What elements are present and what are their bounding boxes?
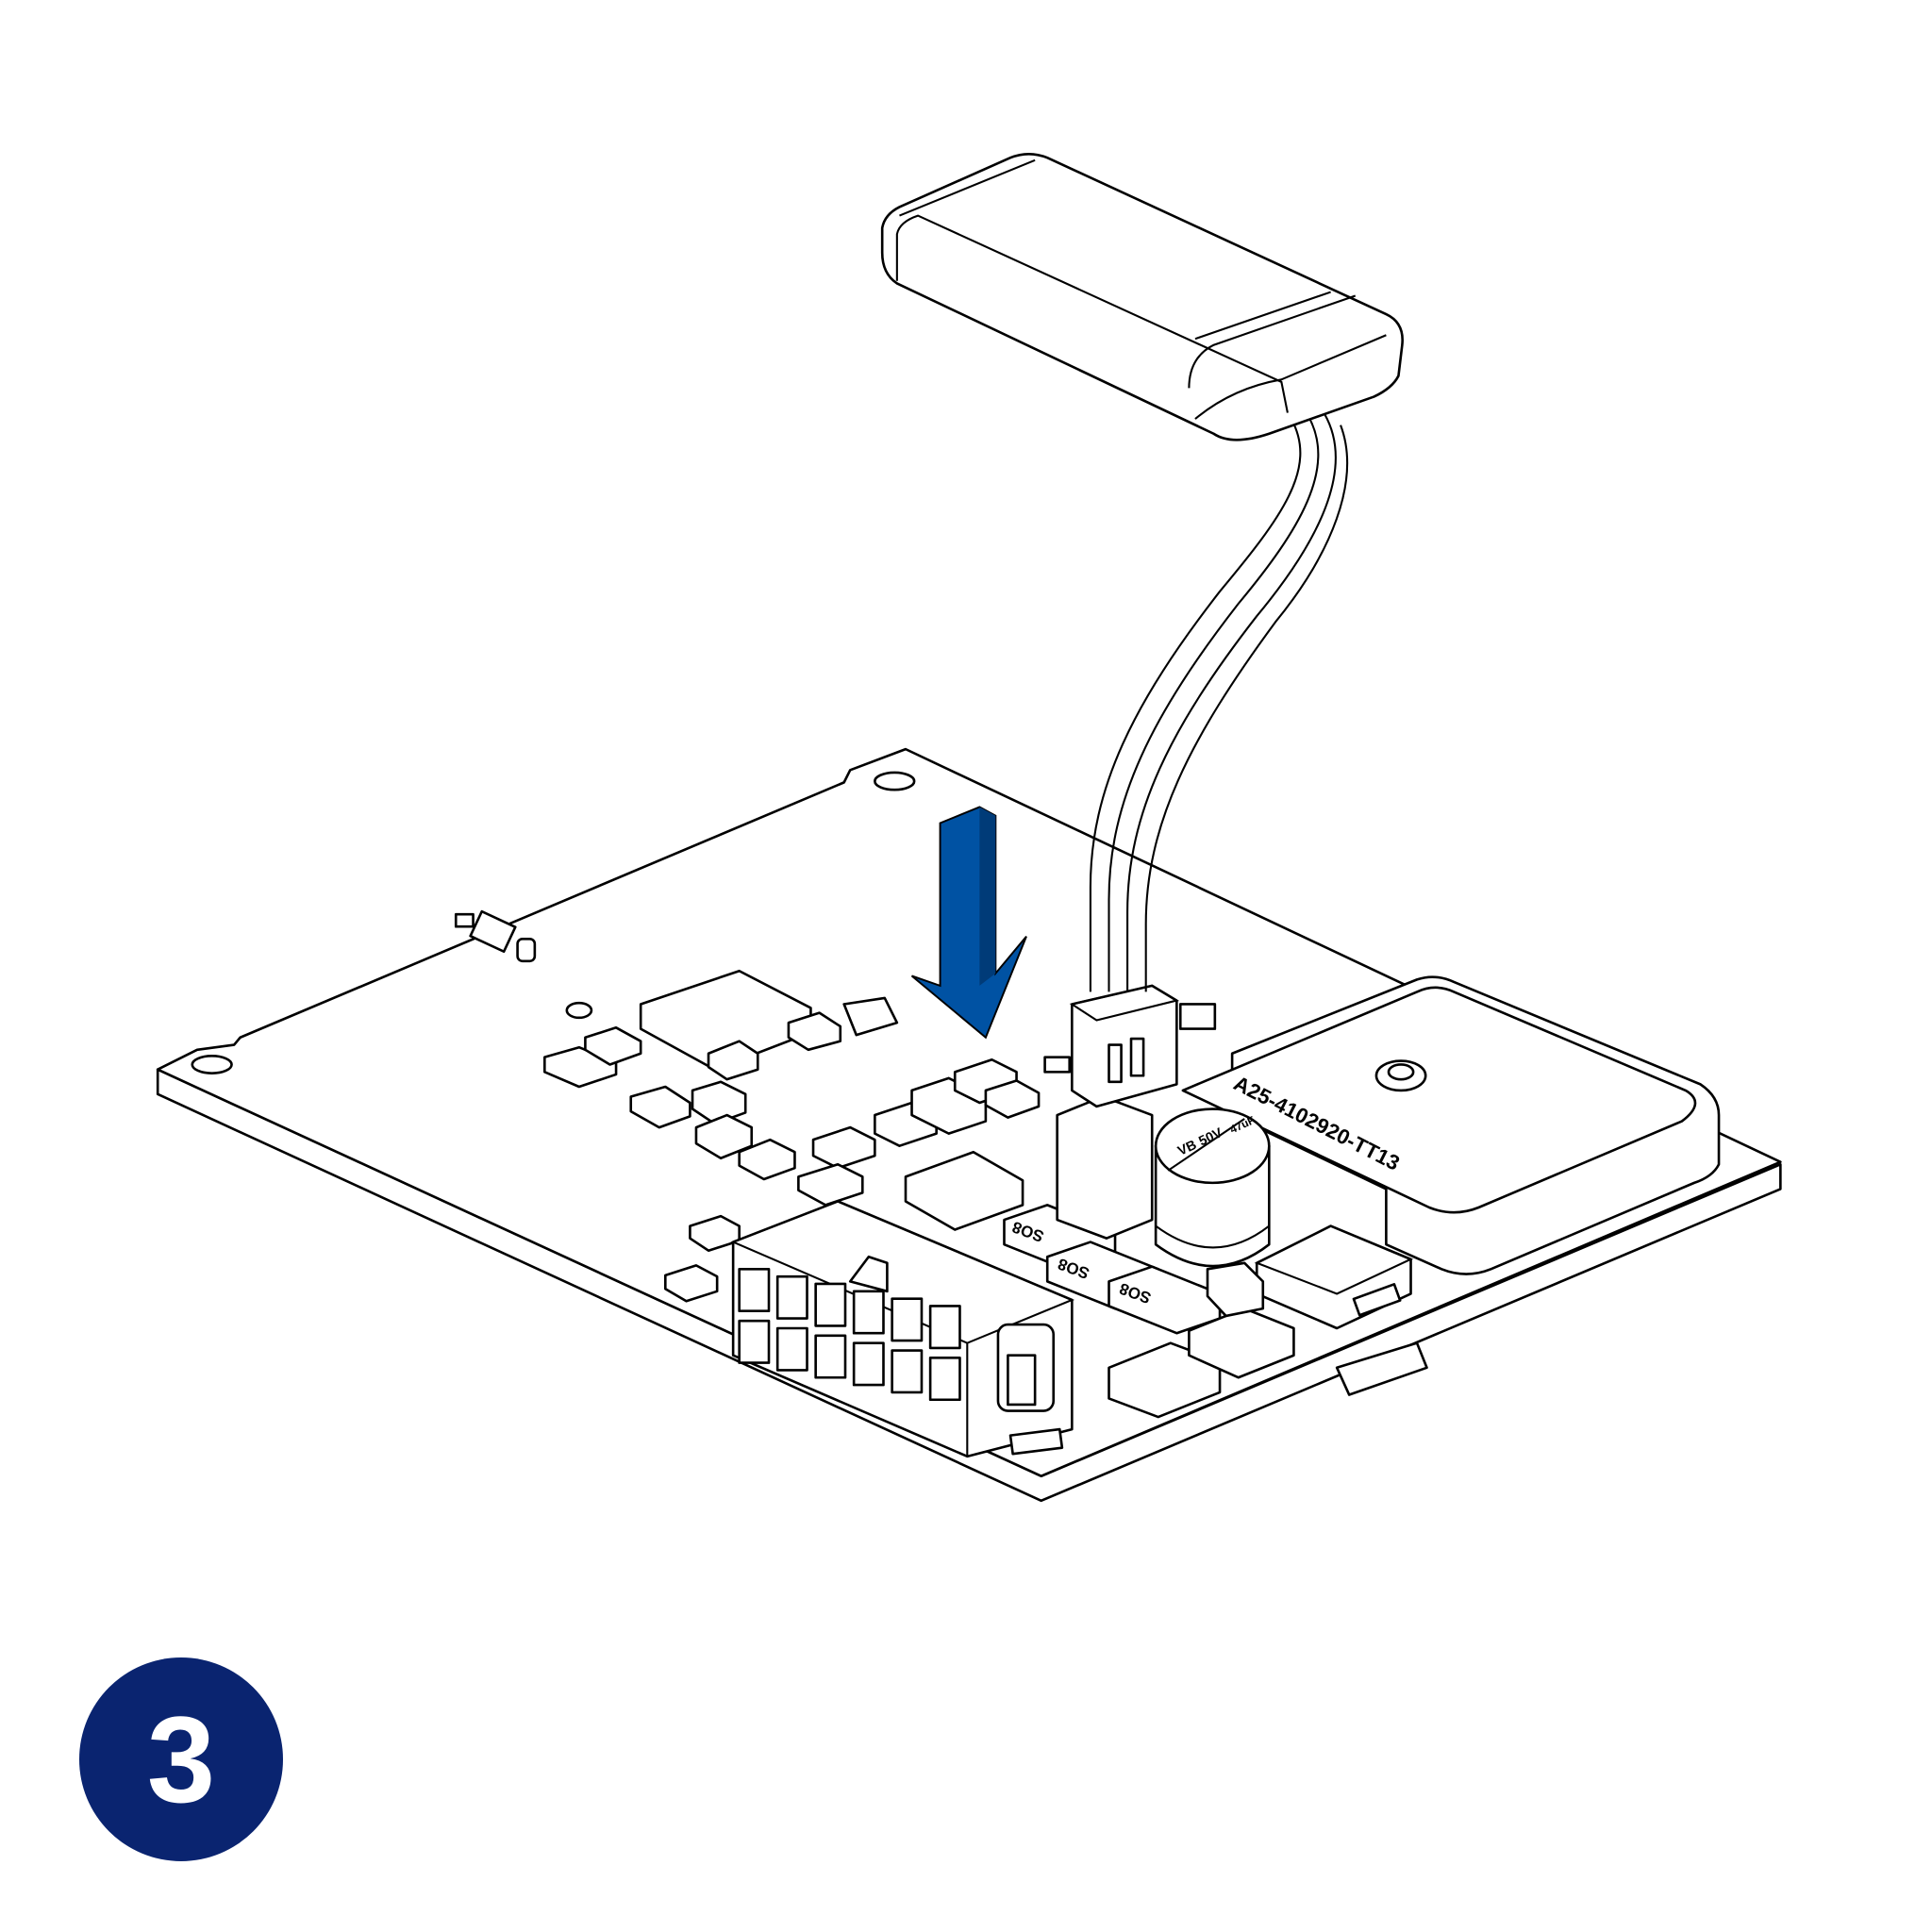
gps-antenna-module: A25-4102920-TT13 [1181,975,1721,1275]
pin-header [454,909,537,963]
connector-pin-cell [891,1349,924,1394]
connector-pin-cell [928,1305,961,1350]
battery-cable [1089,413,1348,992]
misc-chips [1108,1261,1428,1419]
connector-pin-cell [775,1274,808,1320]
connector-pin-cell [852,1341,885,1387]
arrow-down-icon [910,806,1027,1040]
inductor [1254,1224,1414,1330]
connector-pin-cell [852,1290,885,1335]
smd-components [542,969,1217,1303]
battery-connector [1056,984,1180,1240]
connector-pin-cell [891,1297,924,1342]
electrolytic-capacitor: 47uF 50V VB [1154,1108,1271,1268]
power-connector-12pin [730,1200,1075,1458]
connector-pin-cell [738,1267,771,1313]
step-number-badge: 3 [79,1657,283,1861]
capacitor-code: VB [1175,1138,1199,1159]
connector-pin-cell [814,1334,847,1379]
battery-pack [880,152,1404,441]
connector-pin-cell [928,1357,961,1402]
connector-pin-cell [738,1319,771,1364]
connector-pin-cell [775,1326,808,1372]
connector-pin-cell [814,1282,847,1327]
